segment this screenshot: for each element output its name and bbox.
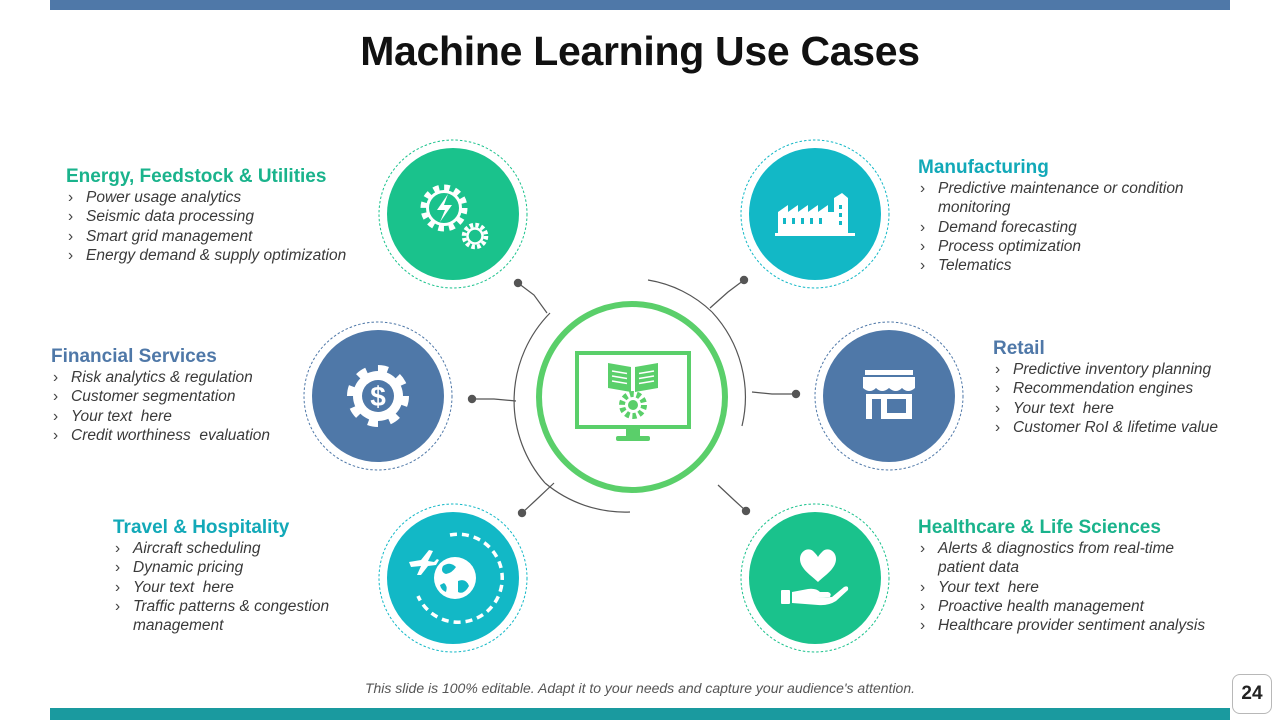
connector-arc-right: [711, 311, 746, 427]
list-energy: Power usage analytics Seismic data proce…: [66, 188, 386, 265]
connector-line-energy: [517, 282, 548, 314]
list-item: Aircraft scheduling: [113, 539, 358, 559]
list-item: Traffic patterns & congestion management: [113, 597, 358, 636]
list-item: Customer segmentation: [51, 387, 301, 407]
connector-arc-bottom: [544, 482, 631, 513]
connector-line-healthcare: [717, 484, 747, 512]
list-retail: Predictive inventory planning Recommenda…: [993, 360, 1229, 437]
list-item: Energy demand & supply optimization: [66, 246, 386, 266]
section-title-retail: Retail: [993, 338, 1045, 359]
healthcare-icon-circle: [740, 503, 890, 653]
connector-line-retail: [751, 391, 796, 395]
list-item: Predictive maintenance or condition moni…: [918, 179, 1208, 218]
connector-dot-financial: [467, 394, 477, 404]
section-title-manufacturing: Manufacturing: [918, 157, 1049, 178]
connector-dot-retail: [791, 389, 801, 399]
list-item: Healthcare provider sentiment analysis: [918, 616, 1218, 636]
section-retail: Retail Predictive inventory planning Rec…: [993, 338, 1229, 437]
bottom-accent-bar: [50, 708, 1230, 720]
center-hub: [536, 301, 728, 493]
list-manufacturing: Predictive maintenance or condition moni…: [918, 179, 1208, 276]
section-financial: Financial Services Risk analytics & regu…: [51, 346, 301, 445]
list-item: Seismic data processing: [66, 207, 386, 227]
connector-line-financial: [472, 398, 517, 402]
connector-dot-healthcare: [741, 506, 751, 516]
list-item: Your text here: [993, 399, 1229, 419]
factory-icon: [775, 193, 855, 236]
list-item: Smart grid management: [66, 227, 386, 247]
list-item: Predictive inventory planning: [993, 360, 1229, 380]
page-number-badge: 24: [1232, 674, 1272, 714]
list-travel: Aircraft scheduling Dynamic pricing Your…: [113, 539, 358, 635]
connectors: [472, 279, 796, 514]
travel-icon-circle: [378, 503, 528, 653]
manufacturing-icon-circle: [740, 139, 890, 289]
section-title-travel: Travel & Hospitality: [113, 517, 290, 538]
list-item: Alerts & diagnostics from real-time pati…: [918, 539, 1210, 578]
list-item: Customer RoI & lifetime value: [993, 418, 1229, 438]
section-title-healthcare: Healthcare & Life Sciences: [918, 517, 1161, 538]
retail-icon-circle: [814, 321, 964, 471]
list-item: Your text here: [113, 578, 358, 598]
financial-icon-circle: $: [303, 321, 453, 471]
connector-dot-travel: [517, 508, 527, 518]
section-healthcare: Healthcare & Life Sciences Alerts & diag…: [918, 517, 1218, 636]
plane-globe-icon: [409, 532, 504, 624]
list-financial: Risk analytics & regulation Customer seg…: [51, 368, 301, 445]
list-item: Your text here: [918, 578, 1218, 598]
section-travel: Travel & Hospitality Aircraft scheduling…: [113, 517, 358, 635]
dollar-gear-icon: $: [347, 365, 409, 427]
connector-dot-energy: [513, 278, 523, 288]
list-item: Proactive health management: [918, 597, 1218, 617]
connector-line-manufacturing: [709, 279, 745, 309]
list-item: Your text here: [51, 407, 301, 427]
section-title-energy: Energy, Feedstock & Utilities: [66, 166, 327, 187]
list-item: Risk analytics & regulation: [51, 368, 301, 388]
heart-hand-icon: [781, 549, 849, 606]
connector-dot-manufacturing: [739, 275, 749, 285]
section-manufacturing: Manufacturing Predictive maintenance or …: [918, 157, 1208, 276]
connector-dots: [467, 275, 801, 518]
list-item: Recommendation engines: [993, 379, 1229, 399]
energy-icon-circle: [378, 139, 528, 289]
connector-arc-left: [513, 312, 551, 484]
monitor-book-gear-icon: [575, 351, 691, 441]
section-energy: Energy, Feedstock & Utilities Power usag…: [66, 166, 386, 265]
section-title-financial: Financial Services: [51, 346, 217, 367]
list-item: Credit worthiness evaluation: [51, 426, 301, 446]
list-healthcare: Alerts & diagnostics from real-time pati…: [918, 539, 1218, 636]
list-item: Dynamic pricing: [113, 558, 358, 578]
connector-line-travel: [521, 482, 555, 514]
list-item: Demand forecasting: [918, 218, 1208, 238]
footer-note: This slide is 100% editable. Adapt it to…: [364, 680, 916, 696]
power-gears-icon: [420, 184, 489, 250]
list-item: Power usage analytics: [66, 188, 386, 208]
connector-arc-top-right: [647, 279, 713, 313]
svg-text:$: $: [370, 381, 386, 412]
page-title: Machine Learning Use Cases: [360, 28, 920, 74]
list-item: Process optimization: [918, 237, 1208, 257]
list-item: Telematics: [918, 256, 1208, 276]
store-icon: [863, 370, 915, 419]
top-accent-bar: [50, 0, 1230, 10]
